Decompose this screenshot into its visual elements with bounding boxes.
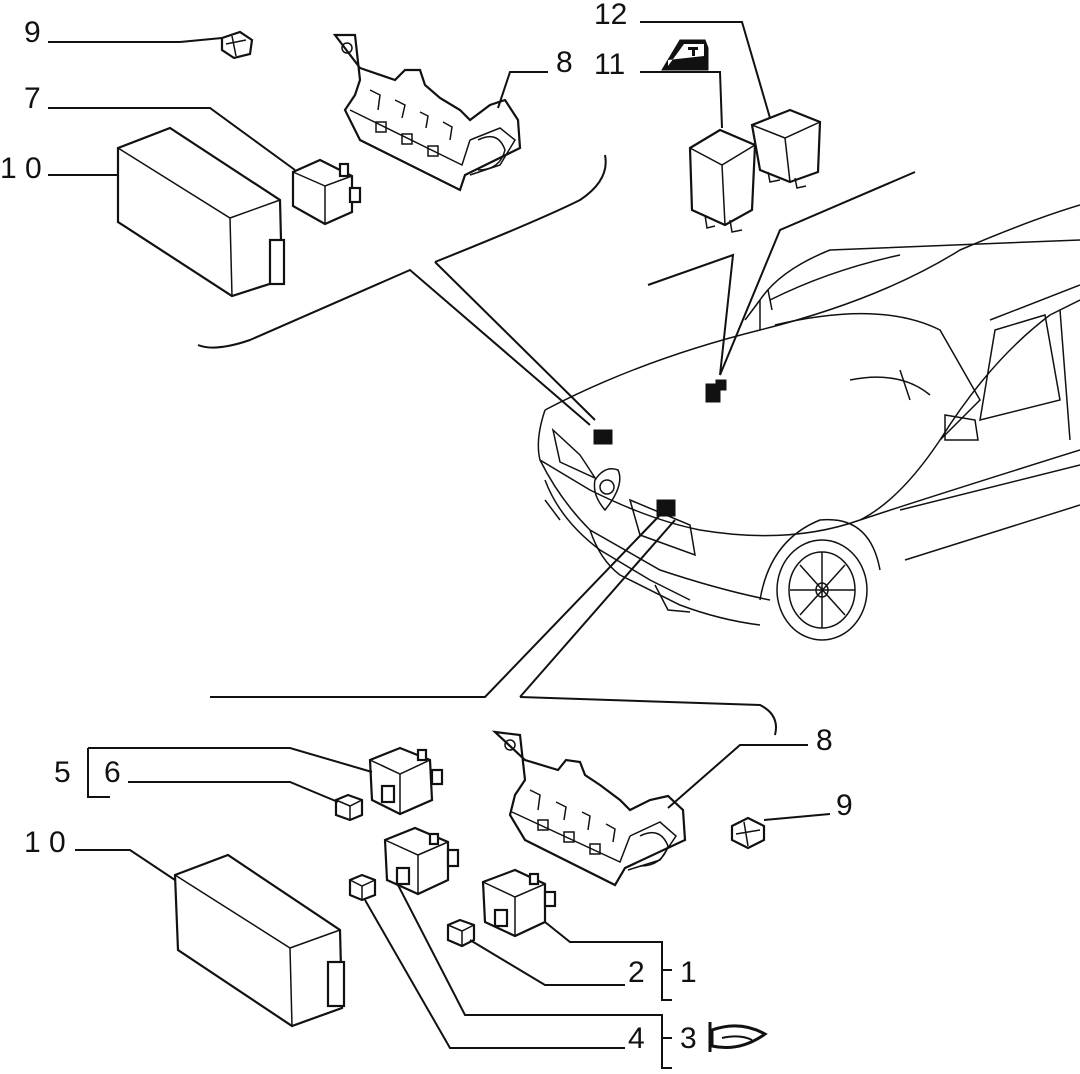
top-group-boundary bbox=[197, 154, 916, 426]
clip-part-bottom bbox=[730, 816, 766, 850]
horn-icon bbox=[708, 1022, 768, 1052]
callout-11: 11 bbox=[594, 48, 625, 81]
callout-5: 5 bbox=[54, 756, 71, 789]
mounting-bracket-bottom bbox=[491, 730, 687, 887]
fuse-box-cover-bottom bbox=[173, 853, 346, 1028]
callout-6: 6 bbox=[104, 756, 121, 789]
callout-2: 2 bbox=[628, 956, 645, 989]
callout-9-top: 9 bbox=[24, 16, 41, 49]
car-illustration bbox=[537, 204, 1080, 641]
relay-part-7 bbox=[291, 158, 362, 226]
relay-part-12 bbox=[750, 108, 822, 189]
clip-part-top bbox=[220, 30, 254, 60]
callout-3: 3 bbox=[680, 1022, 697, 1055]
relay-part-5 bbox=[368, 746, 444, 816]
fuse-part-2 bbox=[446, 918, 476, 948]
relay-part-4 bbox=[383, 826, 460, 896]
mounting-bracket-top bbox=[332, 33, 522, 192]
callout-8-top: 8 bbox=[556, 46, 573, 79]
callout-1: 1 bbox=[680, 956, 697, 989]
relay-part-11 bbox=[688, 128, 757, 233]
callout-4: 4 bbox=[628, 1022, 645, 1055]
callout-10-top: 1 0 bbox=[0, 152, 42, 185]
callout-9-bottom: 9 bbox=[836, 789, 853, 822]
bottom-group-boundary bbox=[210, 514, 777, 736]
fuse-part-6 bbox=[334, 793, 364, 822]
leader-lines bbox=[48, 21, 831, 1069]
callout-7: 7 bbox=[24, 82, 41, 115]
door-icon bbox=[661, 39, 709, 71]
fuse-box-cover-top bbox=[116, 126, 286, 298]
callout-8-bottom: 8 bbox=[816, 724, 833, 757]
callout-12: 12 bbox=[594, 0, 627, 31]
relay-part-1 bbox=[481, 868, 557, 938]
front-relay-position-mark bbox=[593, 429, 613, 445]
callout-10-bottom: 1 0 bbox=[24, 826, 66, 859]
fuse-part-4 bbox=[348, 873, 377, 902]
lower-relay-position-mark bbox=[656, 499, 676, 517]
